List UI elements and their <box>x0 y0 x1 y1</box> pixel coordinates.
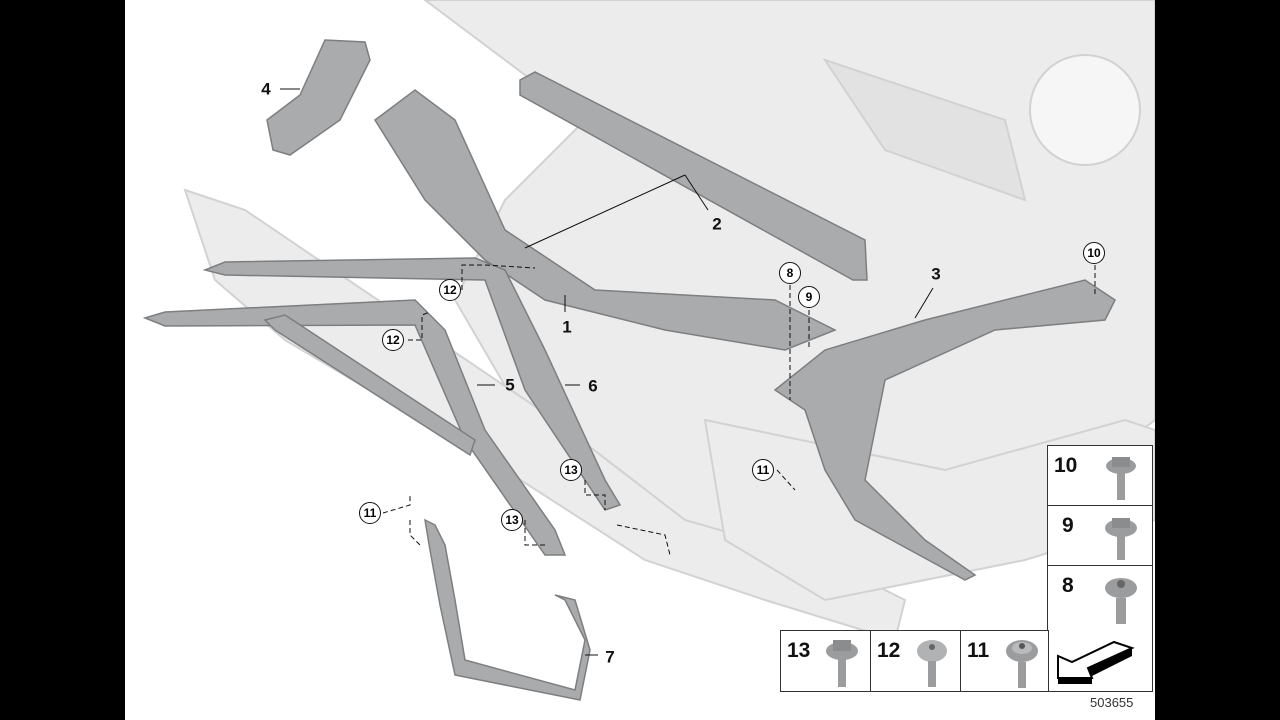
part-2-rail <box>519 71 868 281</box>
legend-cell-8: 8 <box>1047 565 1153 632</box>
parts-diagram: 4 2 1 3 5 6 7 8 9 10 11 11 12 12 13 13 1… <box>125 0 1155 720</box>
callout-1: 1 <box>562 317 572 337</box>
legend-cell-12: 12 <box>870 630 962 692</box>
circled-callout-10: 10 <box>1083 242 1105 264</box>
hex-flange-bolt-icon <box>1105 518 1137 560</box>
part-4-cover <box>266 39 371 156</box>
legend-cell-arrow <box>1047 630 1153 692</box>
legend-cell-10: 10 <box>1047 445 1153 507</box>
hex-flange-bolt-icon <box>1106 457 1136 500</box>
parts <box>142 39 1116 701</box>
callout-5: 5 <box>505 375 515 395</box>
circled-callout-13: 13 <box>560 459 582 481</box>
pan-head-screw-icon <box>917 640 947 687</box>
part-5-strut <box>142 299 567 556</box>
torx-collar-screw-icon <box>1006 640 1038 688</box>
legend-cell-13: 13 <box>780 630 872 692</box>
callout-7: 7 <box>605 647 615 667</box>
circled-callout-13: 13 <box>501 509 523 531</box>
circled-callout-12: 12 <box>382 329 404 351</box>
part-1-carrier <box>373 89 837 351</box>
circled-callout-12: 12 <box>439 279 461 301</box>
callout-3: 3 <box>931 264 941 284</box>
callout-6: 6 <box>588 376 598 396</box>
front-direction-arrow-icon <box>1057 640 1135 684</box>
circled-callout-9: 9 <box>798 286 820 308</box>
diagram-artwork <box>142 0 1155 701</box>
circled-callout-11: 11 <box>752 459 774 481</box>
part-7-tow-bracket <box>424 518 591 701</box>
circled-callout-8: 8 <box>779 262 801 284</box>
hex-flange-screw-icon <box>826 640 858 687</box>
circled-callout-11: 11 <box>359 502 381 524</box>
legend-cell-11: 11 <box>960 630 1049 692</box>
callout-2: 2 <box>712 214 722 234</box>
part-5-brace <box>263 314 476 457</box>
part-3-bracket <box>773 279 1116 581</box>
legend-cell-9: 9 <box>1047 505 1153 567</box>
diagram-code: 503655 <box>1090 695 1134 710</box>
torx-flange-bolt-icon <box>1105 578 1137 624</box>
part-6-strut <box>202 257 622 511</box>
leader-lines <box>280 88 1096 656</box>
callout-4: 4 <box>261 79 271 99</box>
